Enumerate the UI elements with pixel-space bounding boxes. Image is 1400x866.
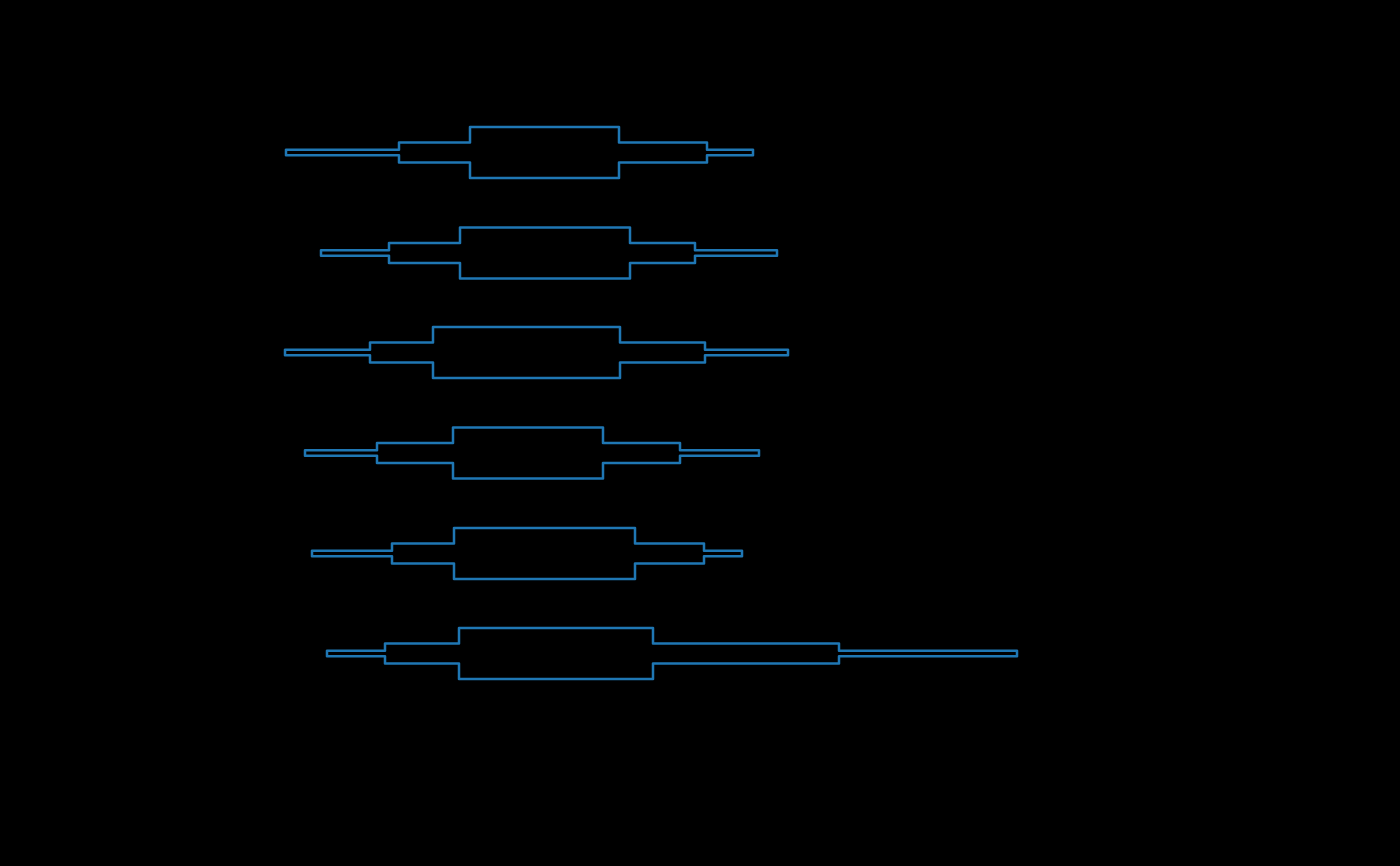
boxen-row-shape-5 bbox=[310, 526, 744, 581]
boxen-row-shape-4 bbox=[303, 426, 761, 480]
boxen-rows-group bbox=[283, 125, 1019, 681]
boxen-row-shape-2 bbox=[319, 226, 779, 280]
boxen-row-shape-3 bbox=[283, 325, 790, 380]
boxen-row-shape-6 bbox=[325, 626, 1019, 681]
boxen-row-shape-1 bbox=[284, 125, 755, 180]
